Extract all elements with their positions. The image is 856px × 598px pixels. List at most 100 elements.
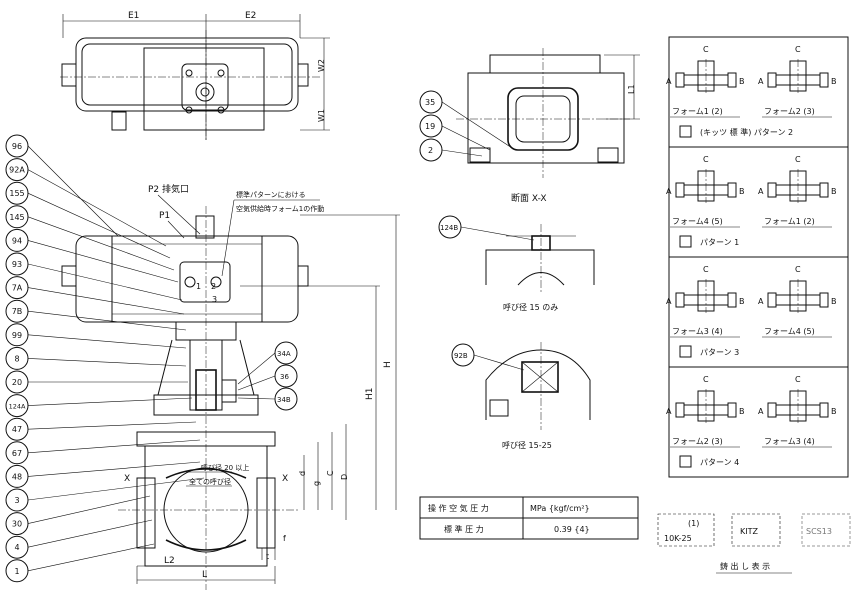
port-q2: 2	[211, 282, 216, 291]
cast-mark-kitz: KITZ	[740, 527, 758, 536]
port-a-label: A	[758, 407, 764, 416]
callout-124b: 124B	[440, 224, 458, 232]
detail-size-15-25-caption: 呼び径 15-25	[502, 440, 552, 450]
section-x-right: X	[282, 474, 288, 484]
callout-3: 3	[14, 496, 19, 505]
port-c-label: C	[703, 265, 709, 274]
port-b-label: B	[739, 187, 745, 196]
pattern-checkbox	[679, 235, 692, 248]
port-a-label: A	[758, 297, 764, 306]
pattern-form-label: フォーム2 (3)	[672, 437, 723, 446]
right-callouts: 34A 36 34B	[237, 341, 298, 411]
callout-7b: 7B	[12, 307, 23, 316]
pattern-checkbox	[679, 345, 692, 358]
port-b-label: B	[739, 407, 745, 416]
pattern-caption: パターン 1	[700, 238, 739, 247]
callout-34a: 34A	[277, 350, 291, 358]
pattern-form-label: フォーム1 (2)	[672, 107, 723, 116]
pattern-checkbox	[679, 125, 692, 138]
cast-mark-1-top: (1)	[688, 519, 699, 528]
callout-circle	[5, 323, 29, 347]
detail-size-15-25: 92B 呼び径 15-25	[451, 342, 591, 450]
pressure-table: 操 作 空 気 圧 力 MPa {kgf/cm²} 標 準 圧 力 0.39 {…	[419, 496, 639, 540]
pattern-form-label: フォーム2 (3)	[764, 107, 815, 116]
callout-circle	[5, 417, 29, 441]
port-a-label: A	[758, 187, 764, 196]
table-row-left: 標 準 圧 力	[444, 524, 484, 534]
pattern-form-label: フォーム3 (4)	[764, 437, 815, 446]
dim-d: d	[298, 471, 307, 476]
casting-marks: (1) 10K-25 KITZ SCS13 鋳 出 し 表 示	[657, 513, 851, 574]
cast-marks-caption: 鋳 出 し 表 示	[720, 561, 770, 571]
callout-145: 145	[9, 213, 24, 222]
callout-124a: 124A	[9, 403, 26, 411]
callout-92a: 92A	[9, 166, 25, 175]
port-a-label: A	[666, 407, 672, 416]
callout-155: 155	[9, 189, 24, 198]
port-q3: 3	[212, 295, 217, 304]
port-c-label: C	[703, 375, 709, 384]
dim-c: C	[326, 470, 335, 476]
dim-l2: L2	[164, 556, 175, 566]
callout-2: 2	[428, 146, 433, 155]
dim-h1: H1	[365, 388, 375, 401]
detail-size-15: 124B 呼び径 15 のみ	[438, 215, 595, 312]
callout-34b: 34B	[277, 396, 291, 404]
port-b-label: B	[831, 297, 837, 306]
pattern-checkbox	[679, 455, 692, 468]
pattern-form-label: フォーム3 (4)	[672, 327, 723, 336]
actuator-top-view: E1 E2 W2 W1	[60, 11, 330, 142]
port-q1: 1	[196, 282, 201, 291]
callout-circle	[5, 252, 29, 276]
port-c-label: C	[703, 155, 709, 164]
callout-99: 99	[12, 331, 22, 340]
callout-47: 47	[12, 425, 22, 434]
section-x-x: L1 断面 X-X 35 19 2	[419, 48, 640, 204]
cast-mark-1-bottom: 10K-25	[664, 534, 692, 543]
dim-l: L	[202, 570, 207, 580]
callout-circle	[5, 441, 29, 465]
dim-d-upper: D	[340, 474, 349, 480]
table-row-right: 0.39 {4}	[554, 525, 590, 534]
pattern-caption: パターン 3	[700, 348, 739, 357]
callout-96: 96	[12, 142, 22, 151]
dim-w1: W1	[317, 109, 326, 122]
pattern-form-label: フォーム4 (5)	[672, 217, 723, 226]
dim-e2: E2	[245, 11, 256, 21]
callout-30: 30	[12, 520, 22, 529]
callout-circle	[5, 512, 29, 536]
pattern-form-label: フォーム1 (2)	[764, 217, 815, 226]
callout-circle	[5, 299, 29, 323]
callout-20: 20	[12, 378, 22, 387]
label-p2-exhaust: P2 排気口	[148, 183, 189, 195]
port-a-label: A	[666, 297, 672, 306]
dim-t: t	[266, 552, 269, 561]
valve-elevation-view: 呼び径 20 以上 全ての呼び径 1 2 3 X X L L2 t f H H1…	[61, 183, 400, 590]
port-b-label: B	[739, 297, 745, 306]
callout-circle	[5, 559, 29, 583]
note-air-supply: 空気供給時フォーム1の作動	[236, 204, 324, 213]
callout-67: 67	[12, 449, 22, 458]
callout-circle	[5, 228, 29, 252]
callout-8: 8	[14, 354, 19, 363]
dim-g: g	[312, 481, 321, 486]
port-c-label: C	[795, 265, 801, 274]
port-c-label: C	[795, 375, 801, 384]
body-note-size20: 呼び径 20 以上	[201, 463, 249, 472]
label-p1: P1	[159, 211, 170, 221]
port-b-label: B	[739, 77, 745, 86]
port-b-label: B	[831, 77, 837, 86]
callout-35: 35	[425, 98, 435, 107]
port-a-label: A	[666, 187, 672, 196]
callout-circle	[5, 394, 29, 418]
callout-circle	[5, 134, 29, 158]
callout-circle	[5, 488, 29, 512]
callout-circle	[5, 464, 29, 488]
pattern-caption: パターン 4	[700, 458, 739, 467]
port-a-label: A	[666, 77, 672, 86]
cast-mark-scs13: SCS13	[806, 527, 832, 536]
note-standard-pattern: 標準パターンにおける	[236, 190, 306, 199]
callout-92b: 92B	[454, 352, 468, 360]
pattern-caption: (キッツ 標 準) パターン 2	[700, 127, 793, 137]
